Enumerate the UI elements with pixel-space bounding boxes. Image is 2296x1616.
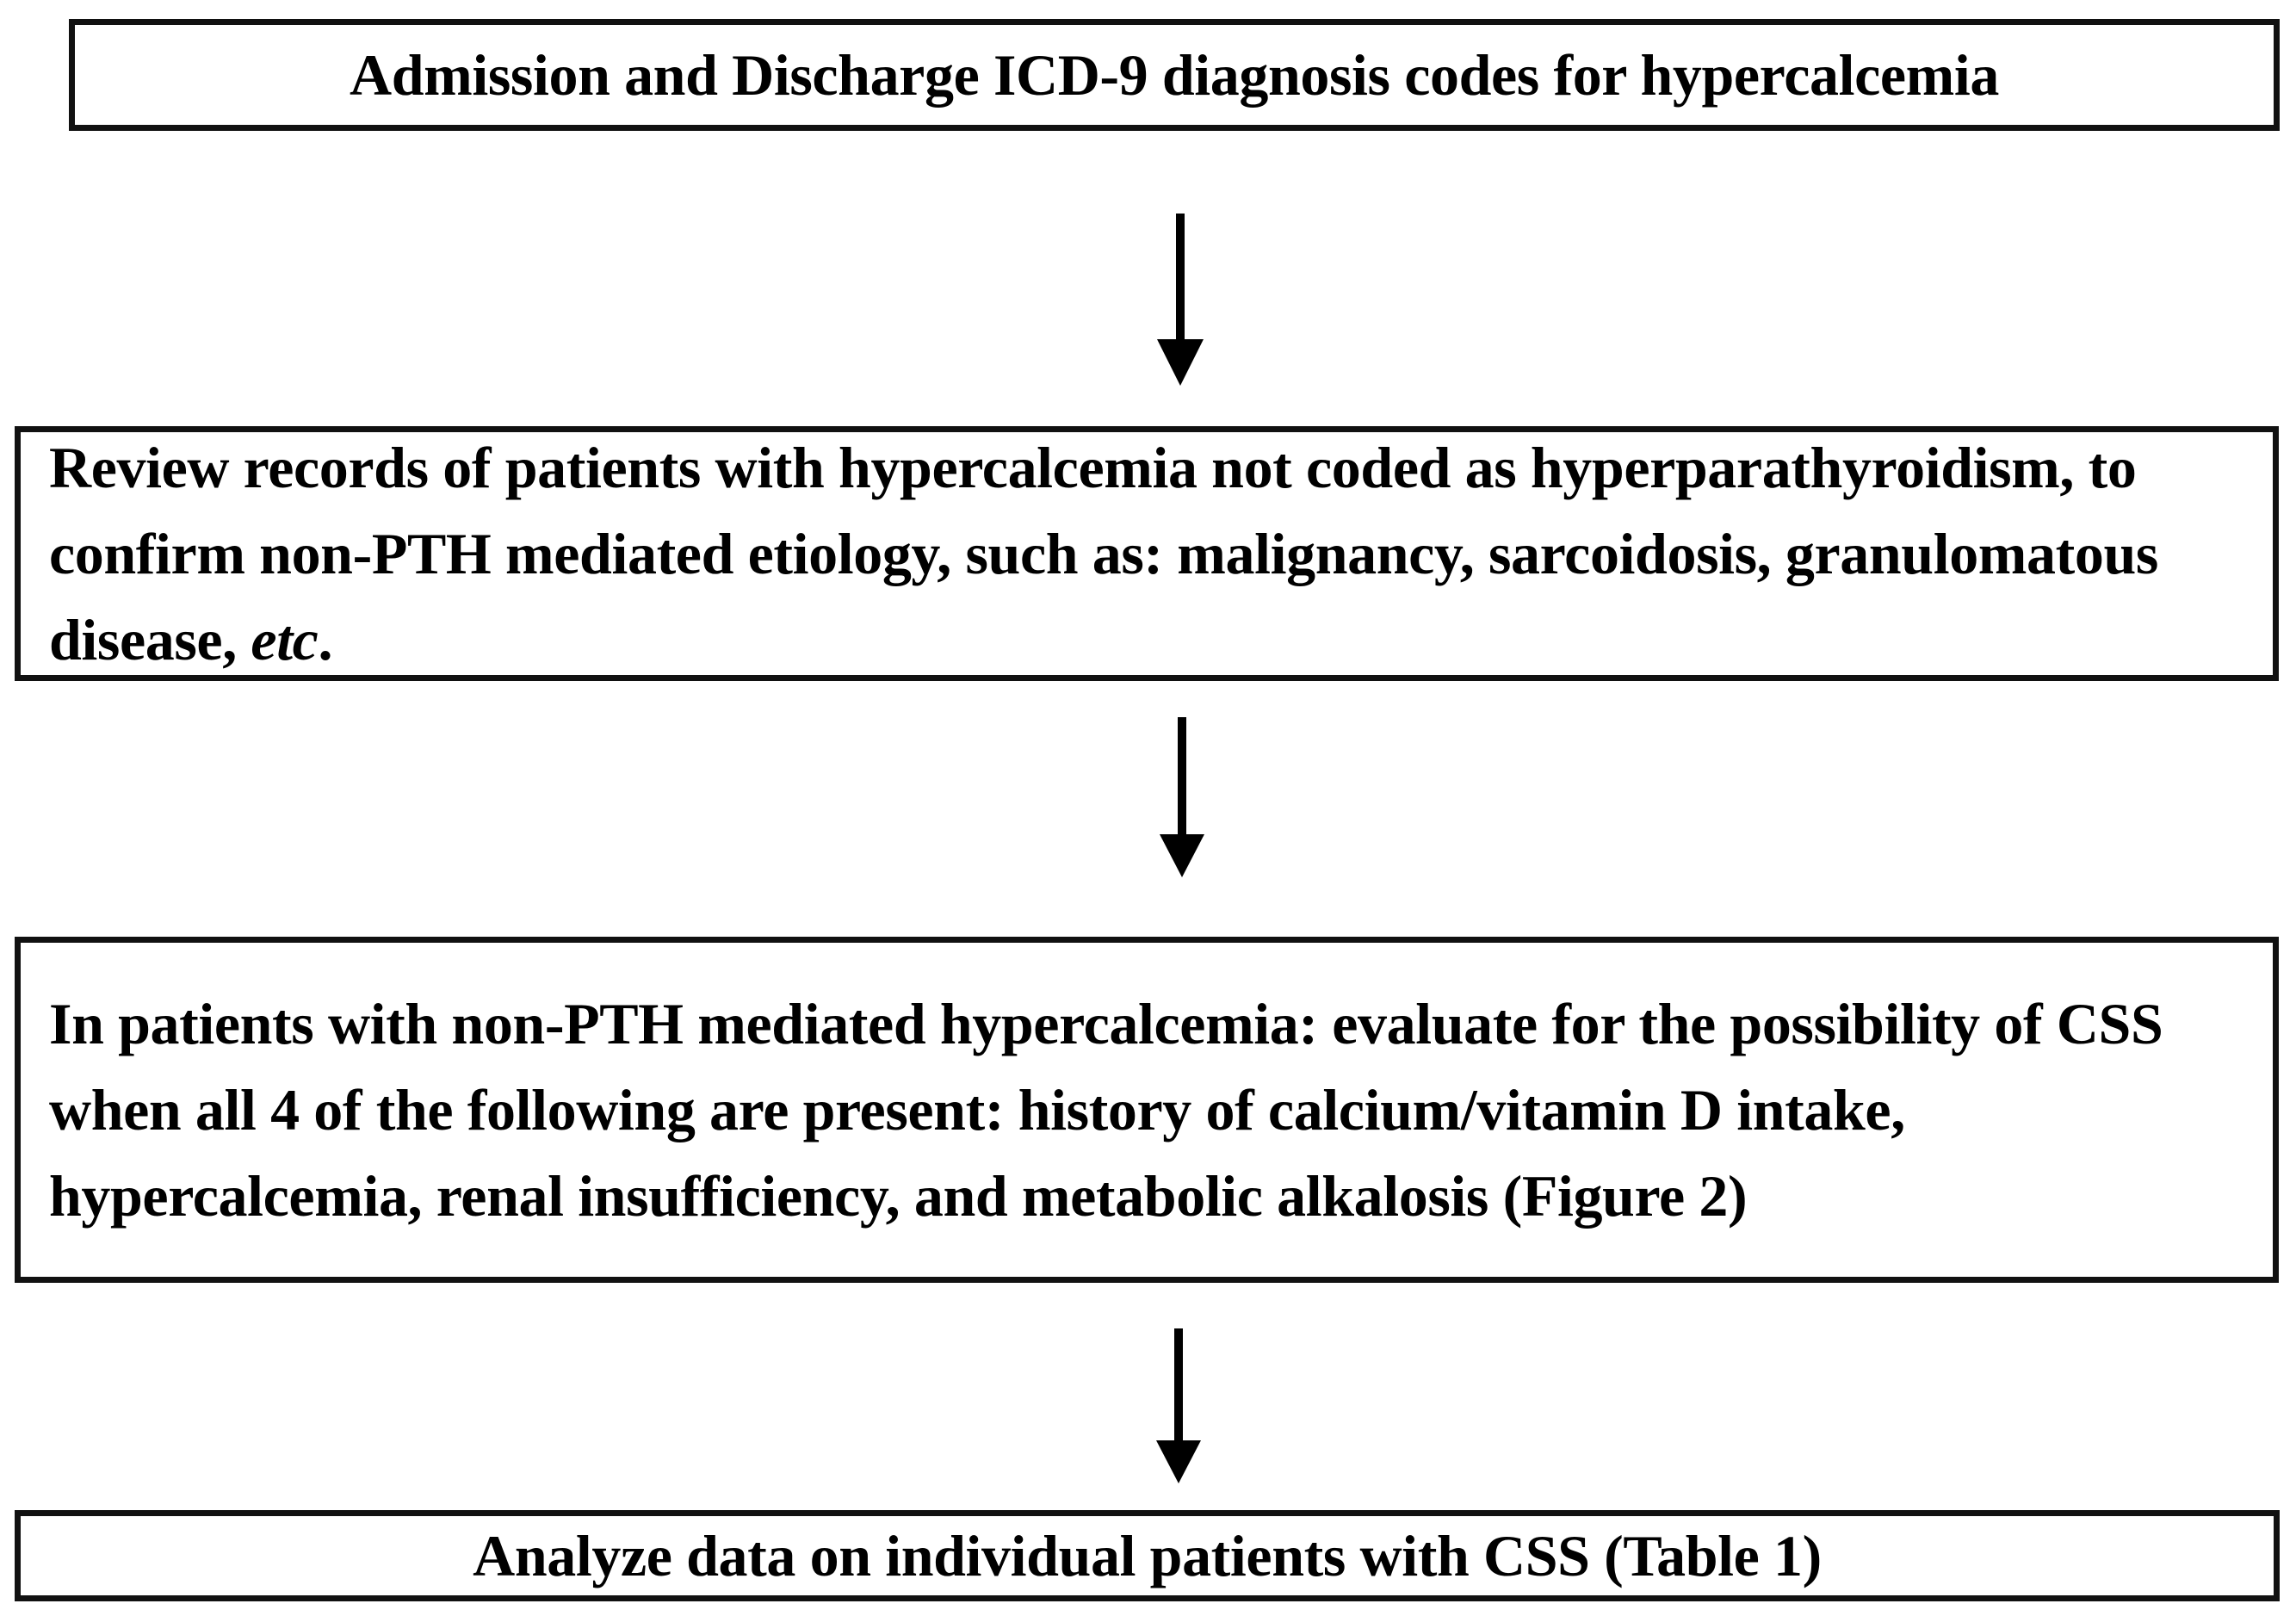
flow-node-review-records: Review records of patients with hypercal… — [15, 426, 2279, 681]
flow-node-admission-discharge-codes: Admission and Discharge ICD-9 diagnosis … — [69, 19, 2280, 131]
down-arrow-icon-2 — [1152, 717, 1212, 877]
flow-node-1-text: Admission and Discharge ICD-9 diagnosis … — [349, 42, 2000, 108]
flow-node-2-text-italic: etc — [251, 607, 319, 672]
flow-node-3-text: In patients with non-PTH mediated hyperc… — [49, 991, 2163, 1229]
down-arrow-icon-1 — [1150, 214, 1210, 386]
flow-node-analyze-data: Analyze data on individual patients with… — [15, 1510, 2280, 1601]
flow-node-evaluate-css-criteria: In patients with non-PTH mediated hyperc… — [15, 937, 2279, 1283]
flow-node-4-text: Analyze data on individual patients with… — [473, 1523, 1822, 1588]
flow-node-2-text: Review records of patients with hypercal… — [21, 424, 2273, 683]
flow-node-2-text-tail: . — [318, 607, 333, 672]
flow-node-2-text-main: Review records of patients with hypercal… — [49, 435, 2158, 672]
down-arrow-icon-3 — [1148, 1328, 1209, 1483]
